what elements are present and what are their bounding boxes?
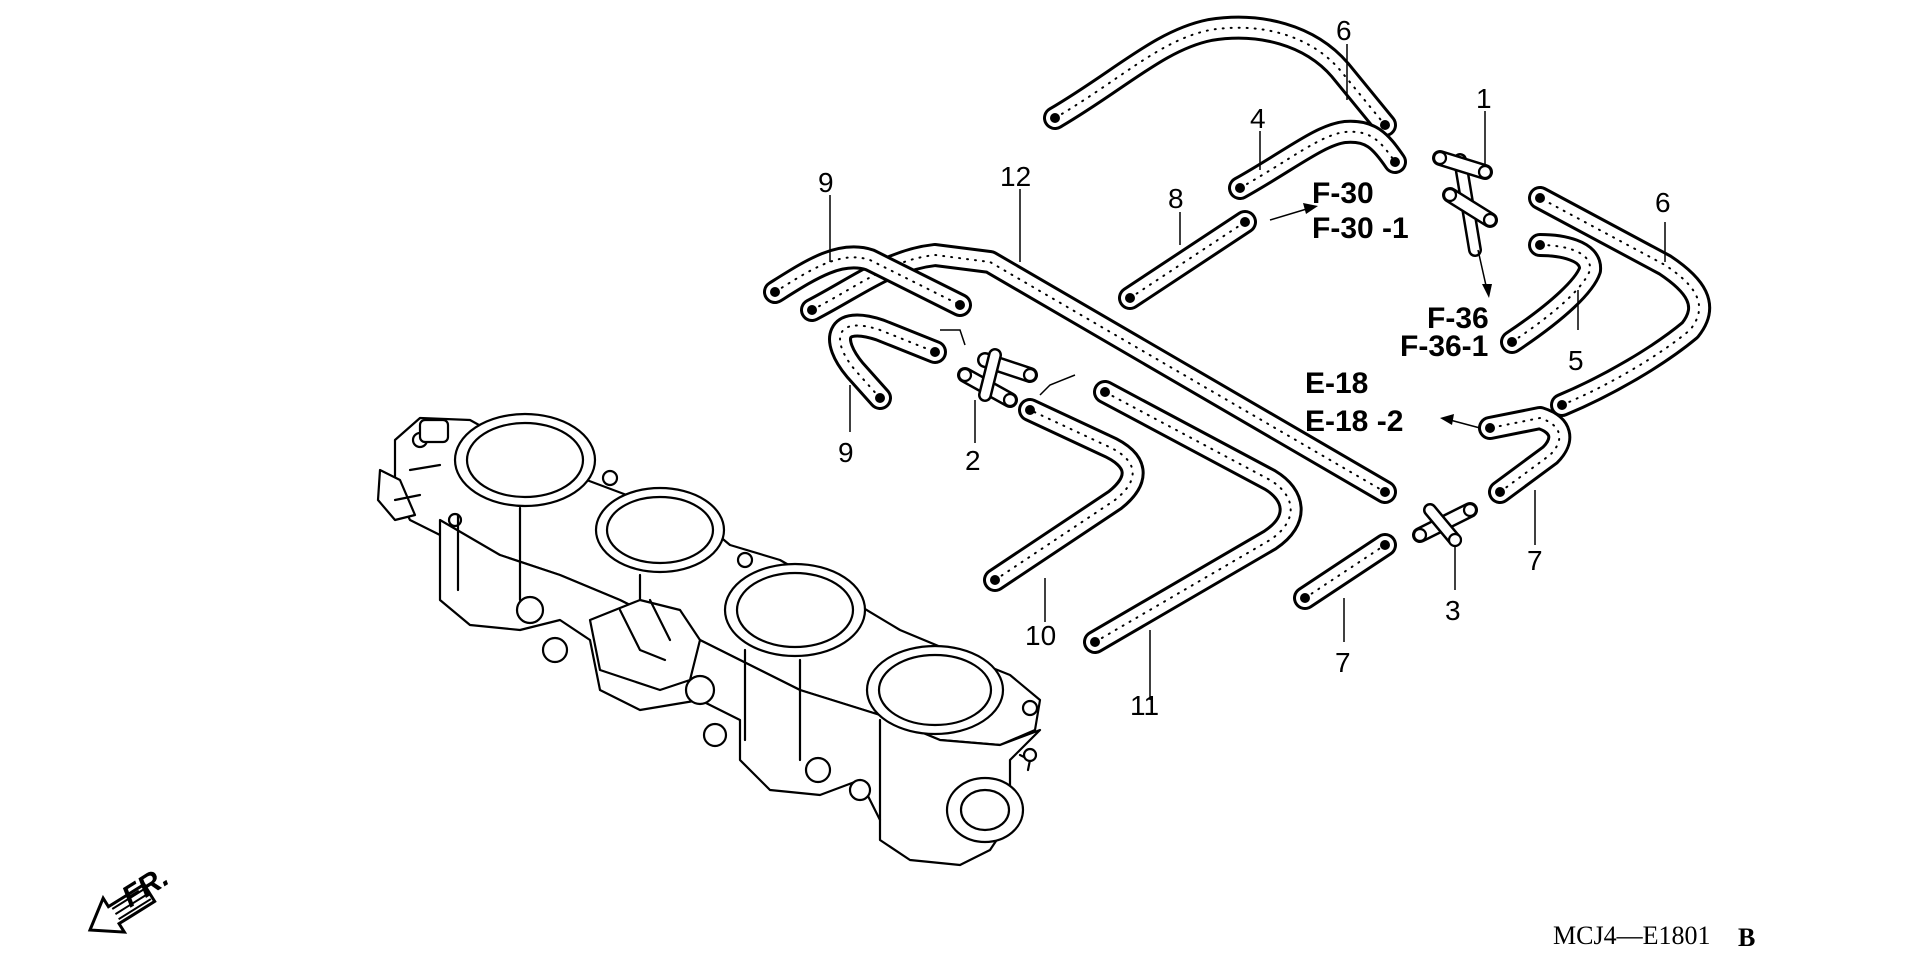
part-number-9b: 9 xyxy=(838,437,854,468)
hose-6-right-end xyxy=(1557,400,1567,410)
hose-6-upper-end xyxy=(1380,120,1390,130)
hose-8 xyxy=(1118,210,1257,310)
ref-f30-1: F-30 -1 xyxy=(1312,212,1409,245)
joint-2 xyxy=(957,348,1038,408)
part-number-6b: 6 xyxy=(1655,187,1671,218)
ref-e18-2: E-18 -2 xyxy=(1305,405,1403,438)
hose-4 xyxy=(1228,119,1407,200)
hose-9-lower xyxy=(828,313,947,410)
ref-f36: F-36 xyxy=(1427,302,1489,335)
diagram-code-text: MCJ4—E1801 xyxy=(1553,921,1710,950)
part-number-2: 2 xyxy=(965,445,981,476)
hose-7-upper-end xyxy=(1495,487,1505,497)
part-number-8: 8 xyxy=(1168,183,1184,214)
hose-7-upper-end xyxy=(1485,423,1495,433)
part-number-4: 4 xyxy=(1250,103,1266,134)
part-number-3: 3 xyxy=(1445,595,1461,626)
hose-11 xyxy=(1083,380,1303,654)
hose-8-end xyxy=(1125,293,1135,303)
hose-9-upper-end xyxy=(955,300,965,310)
hose-12-end xyxy=(1380,487,1390,497)
hose-5 xyxy=(1500,233,1602,354)
hose-7-lower-end xyxy=(1380,540,1390,550)
hose-6-upper-end xyxy=(1050,113,1060,123)
joint-1 xyxy=(1432,150,1498,257)
hose-9-upper-end xyxy=(770,287,780,297)
hose-11-end xyxy=(1100,387,1110,397)
diagram-code-suffix: B xyxy=(1738,923,1755,952)
hose-11-end xyxy=(1090,637,1100,647)
part-number-7a: 7 xyxy=(1527,545,1543,576)
hose-5-end xyxy=(1507,337,1517,347)
hose-9-lower-end xyxy=(875,393,885,403)
hose-7-upper xyxy=(1478,406,1572,504)
hose-8-end xyxy=(1240,217,1250,227)
part-number-7b: 7 xyxy=(1335,647,1351,678)
throttle-body-assembly xyxy=(376,412,1042,867)
hose-6-upper xyxy=(1043,15,1397,137)
hose-10-end xyxy=(990,575,1000,585)
hose-12-end xyxy=(807,305,817,315)
ref-e18: E-18 xyxy=(1305,367,1368,400)
hose-10 xyxy=(983,398,1145,592)
hose-7-lower-end xyxy=(1300,593,1310,603)
front-direction-indicator: FR. xyxy=(87,860,175,934)
hoses xyxy=(763,15,1712,654)
part-number-10: 10 xyxy=(1025,620,1056,651)
part-number-labels: 1 2 3 4 5 6 6 7 7 8 9 9 10 11 12 xyxy=(818,15,1671,721)
front-arrow-icon xyxy=(87,882,157,934)
part-number-1: 1 xyxy=(1476,83,1492,114)
part-number-11: 11 xyxy=(1130,690,1159,721)
ref-f36-1: F-36-1 xyxy=(1400,330,1488,363)
hose-6-right-end xyxy=(1535,193,1545,203)
hose-9-upper xyxy=(763,245,972,317)
hose-4-end xyxy=(1235,183,1245,193)
hose-10-end xyxy=(1025,405,1035,415)
hose-12 xyxy=(800,243,1397,504)
hose-6-right xyxy=(1528,186,1712,417)
joint-3 xyxy=(1412,502,1478,548)
hose-5-end xyxy=(1535,240,1545,250)
hose-7-lower xyxy=(1293,533,1397,610)
hose-4-end xyxy=(1390,157,1400,167)
joints xyxy=(957,150,1498,548)
callout-lines xyxy=(829,44,1666,700)
part-number-9a: 9 xyxy=(818,167,834,198)
ref-f30: F-30 xyxy=(1312,177,1374,210)
part-number-12: 12 xyxy=(1000,161,1031,192)
diagram-code: MCJ4—E1801 B xyxy=(1553,921,1755,952)
part-number-6a: 6 xyxy=(1336,15,1352,46)
reference-labels: F-30 F-30 -1 F-36 F-36-1 E-18 E-18 -2 xyxy=(1305,177,1489,438)
part-number-5: 5 xyxy=(1568,345,1584,376)
hose-9-lower-end xyxy=(930,347,940,357)
